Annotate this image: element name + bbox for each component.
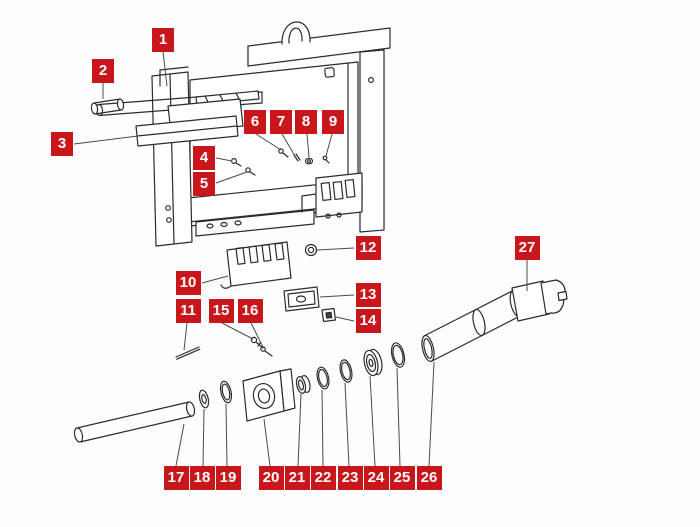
part-label-1: 1 <box>152 28 174 52</box>
leader-line-3 <box>73 135 139 145</box>
leader-line-26 <box>428 361 435 467</box>
leader-line-16 <box>250 322 264 348</box>
leader-lines <box>73 51 528 467</box>
leader-line-13 <box>319 294 355 298</box>
part-label-19: 19 <box>215 466 241 490</box>
leader-line-22 <box>321 389 324 467</box>
leader-line-15 <box>221 322 254 340</box>
part-20-drawing <box>242 368 296 422</box>
part-10-drawing <box>220 241 292 289</box>
leader-line-20 <box>263 418 271 467</box>
part-label-27: 27 <box>514 236 540 260</box>
part-8-drawing <box>304 157 314 165</box>
part-label-15: 15 <box>208 299 234 323</box>
part-label-24: 24 <box>363 466 389 490</box>
leader-line-14 <box>335 316 355 322</box>
part-14-drawing <box>321 307 337 323</box>
part-25-drawing <box>390 342 406 368</box>
part-label-14: 14 <box>355 309 381 333</box>
part-label-17: 17 <box>163 466 189 490</box>
part-label-2: 2 <box>92 59 114 83</box>
part-label-4: 4 <box>193 146 215 170</box>
part-label-6: 6 <box>244 110 266 134</box>
leader-line-11 <box>183 322 188 351</box>
part-label-5: 5 <box>193 172 215 196</box>
part-6-drawing <box>278 148 289 158</box>
frame-top-beam <box>247 21 391 67</box>
frame-right-column <box>359 49 385 233</box>
part-label-22: 22 <box>310 466 336 490</box>
part-label-20: 20 <box>258 466 284 490</box>
leader-line-18 <box>202 408 205 467</box>
part-label-9: 9 <box>322 110 344 134</box>
part-11-drawing <box>175 346 201 360</box>
latch-mechanism <box>315 172 363 219</box>
leader-line-1 <box>162 51 168 87</box>
leader-line-4 <box>215 157 233 162</box>
part-label-12: 12 <box>355 236 381 260</box>
part-13-drawing <box>283 286 320 312</box>
part-9-drawing <box>322 155 330 164</box>
leader-line-23 <box>344 382 350 467</box>
part-label-13: 13 <box>355 283 381 307</box>
part-5-drawing <box>245 167 256 176</box>
frame-left-column <box>151 66 193 247</box>
leader-line-25 <box>396 367 401 467</box>
part-22-drawing <box>316 366 330 390</box>
part-label-16: 16 <box>237 299 263 323</box>
leader-line-17 <box>175 423 185 467</box>
part-label-25: 25 <box>389 466 415 490</box>
leader-line-10 <box>201 275 229 284</box>
part-21-drawing <box>295 375 311 394</box>
leader-line-24 <box>369 375 376 467</box>
part-18-drawing <box>198 389 210 409</box>
leader-line-7 <box>281 133 296 157</box>
part-label-26: 26 <box>416 466 442 490</box>
leader-line-9 <box>325 133 333 157</box>
part-label-11: 11 <box>175 299 201 323</box>
leader-line-21 <box>297 393 302 467</box>
part-label-3: 3 <box>51 132 73 156</box>
leader-line-6 <box>255 133 282 151</box>
leader-line-5 <box>215 171 248 184</box>
part-12-drawing <box>304 243 318 257</box>
part-24-drawing <box>363 348 383 377</box>
part-26-drawing <box>421 308 486 363</box>
part-label-23: 23 <box>337 466 363 490</box>
leader-line-12 <box>316 247 355 251</box>
part-label-7: 7 <box>270 110 292 134</box>
part-17-drawing <box>73 401 196 443</box>
part-label-10: 10 <box>175 271 201 295</box>
part-19-drawing <box>219 380 233 404</box>
part-label-21: 21 <box>284 466 310 490</box>
part-label-18: 18 <box>189 466 215 490</box>
part-3-drawing <box>94 90 263 147</box>
leader-line-8 <box>306 133 310 158</box>
part-23-drawing <box>339 359 353 383</box>
leader-line-19 <box>225 403 228 467</box>
part-27-drawing <box>474 279 568 336</box>
part-2-drawing <box>90 98 125 115</box>
part-label-8: 8 <box>295 110 317 134</box>
